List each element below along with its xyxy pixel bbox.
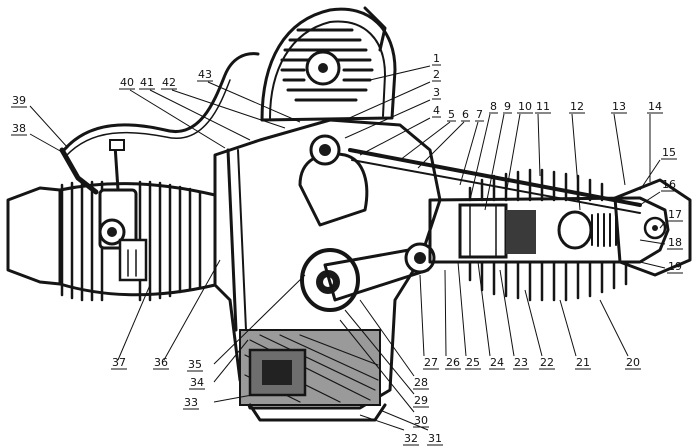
leader-line-34 xyxy=(213,339,249,383)
callout-label-32: 32 xyxy=(404,432,418,445)
callout-label-15: 15 xyxy=(662,146,676,159)
leader-line-17 xyxy=(659,221,666,229)
leader-line-3 xyxy=(344,99,431,139)
leader-line-20 xyxy=(599,299,629,357)
callout-label-16: 16 xyxy=(662,178,676,191)
leader-line-31 xyxy=(379,409,429,431)
leader-line-28 xyxy=(359,299,415,377)
leader-line-39 xyxy=(29,105,69,149)
leader-line-27 xyxy=(419,274,425,357)
leader-line-10 xyxy=(504,113,521,201)
crankcase xyxy=(213,118,442,422)
leader-line-42 xyxy=(171,89,286,129)
callout-label-29: 29 xyxy=(414,394,428,407)
leader-line-7 xyxy=(459,121,479,186)
leader-line-33 xyxy=(213,394,253,403)
callout-label-8: 8 xyxy=(490,100,497,113)
leader-line-19 xyxy=(639,261,666,269)
leader-line-6 xyxy=(417,121,465,169)
leader-line-2 xyxy=(344,81,431,121)
callout-label-4: 4 xyxy=(433,104,440,117)
leader-line-23 xyxy=(499,269,515,357)
callout-label-28: 28 xyxy=(414,376,428,389)
callout-label-18: 18 xyxy=(668,236,682,249)
leader-line-21 xyxy=(559,299,577,357)
callout-label-5: 5 xyxy=(448,108,455,121)
callout-label-30: 30 xyxy=(414,414,428,427)
leader-line-18 xyxy=(639,239,666,245)
callout-label-9: 9 xyxy=(504,100,511,113)
leader-line-38 xyxy=(29,133,63,153)
leader-line-37 xyxy=(117,284,151,361)
callout-label-1: 1 xyxy=(433,52,440,65)
callout-label-10: 10 xyxy=(518,100,532,113)
right-cylinder xyxy=(348,148,692,302)
callout-label-40: 40 xyxy=(120,76,134,89)
leader-line-41 xyxy=(149,89,251,141)
leader-line-13 xyxy=(613,113,626,186)
callout-label-39: 39 xyxy=(12,94,26,107)
callout-label-38: 38 xyxy=(12,122,26,135)
leader-line-5 xyxy=(399,121,451,161)
callout-label-27: 27 xyxy=(424,356,438,369)
leader-line-30 xyxy=(339,319,415,413)
callout-label-14: 14 xyxy=(648,100,662,113)
callout-label-23: 23 xyxy=(514,356,528,369)
generator-cover xyxy=(260,6,397,122)
callout-label-43: 43 xyxy=(198,68,212,81)
leader-line-26 xyxy=(444,269,447,357)
callout-label-42: 42 xyxy=(162,76,176,89)
leader-line-1 xyxy=(369,65,431,81)
callout-label-36: 36 xyxy=(154,356,168,369)
callout-label-19: 19 xyxy=(668,260,682,273)
callout-label-41: 41 xyxy=(140,76,154,89)
leader-line-11 xyxy=(537,113,541,177)
callout-label-35: 35 xyxy=(188,358,202,371)
left-cylinder xyxy=(6,52,260,302)
leader-line-36 xyxy=(163,259,221,361)
callout-label-22: 22 xyxy=(540,356,554,369)
leader-line-22 xyxy=(524,289,543,357)
leader-line-40 xyxy=(129,89,226,149)
callout-label-25: 25 xyxy=(466,356,480,369)
leader-line-12 xyxy=(571,113,581,211)
leader-line-25 xyxy=(457,261,467,357)
leader-line-24 xyxy=(477,261,491,357)
callout-label-37: 37 xyxy=(112,356,126,369)
leader-line-29 xyxy=(344,309,415,395)
callout-label-6: 6 xyxy=(462,108,469,121)
callout-label-13: 13 xyxy=(612,100,626,113)
leader-line-43 xyxy=(207,81,301,123)
callout-label-17: 17 xyxy=(668,208,682,221)
leader-line-8 xyxy=(469,113,491,201)
callout-label-33: 33 xyxy=(184,396,198,409)
callout-label-24: 24 xyxy=(490,356,504,369)
leader-line-32 xyxy=(359,414,405,431)
callout-label-12: 12 xyxy=(570,100,584,113)
callout-label-11: 11 xyxy=(536,100,550,113)
callout-label-2: 2 xyxy=(433,68,440,81)
callout-label-20: 20 xyxy=(626,356,640,369)
callout-label-3: 3 xyxy=(433,86,440,99)
callout-label-7: 7 xyxy=(476,108,483,121)
callout-label-21: 21 xyxy=(576,356,590,369)
leader-line-4 xyxy=(359,117,431,156)
leader-line-15 xyxy=(639,159,661,191)
callout-label-34: 34 xyxy=(190,376,204,389)
callout-label-31: 31 xyxy=(428,432,442,445)
callout-label-26: 26 xyxy=(446,356,460,369)
leader-line-9 xyxy=(484,113,505,211)
leader-line-35 xyxy=(213,274,306,365)
leader-line-16 xyxy=(639,191,661,206)
